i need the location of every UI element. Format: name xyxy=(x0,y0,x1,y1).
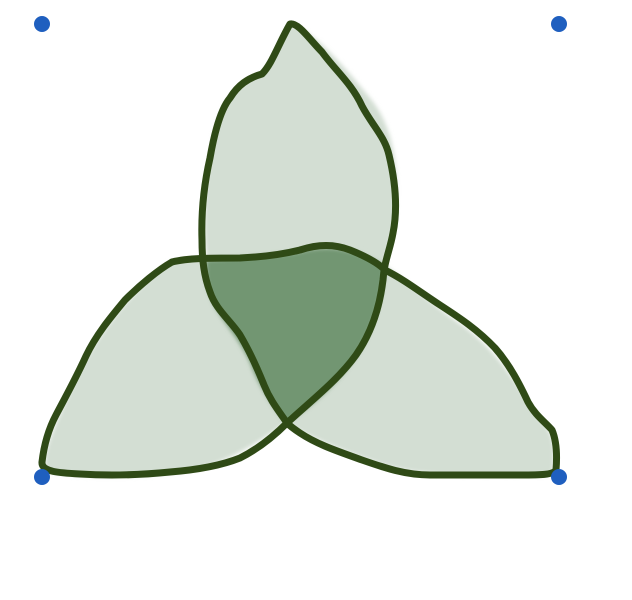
top-lobe-outline xyxy=(198,20,400,427)
left-lobe-outline xyxy=(168,242,389,274)
resize-handle-bottom-left-icon[interactable] xyxy=(34,469,50,485)
resize-handle-top-right-icon[interactable] xyxy=(551,16,567,32)
selection-handles[interactable] xyxy=(34,16,567,485)
center-overlap-fill xyxy=(205,248,385,423)
resize-handle-top-left-icon[interactable] xyxy=(34,16,50,32)
resize-handle-bottom-right-icon[interactable] xyxy=(551,469,567,485)
left-lobe-lower-outline xyxy=(38,258,291,479)
